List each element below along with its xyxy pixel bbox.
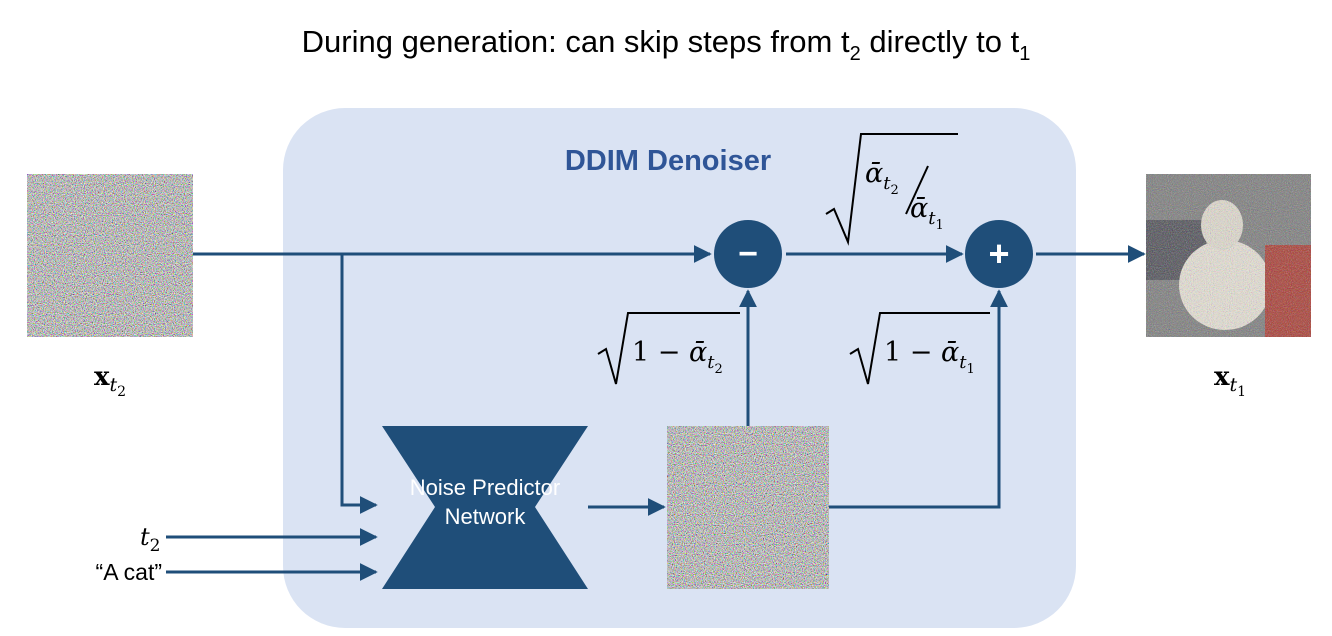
arrow-input-to-network xyxy=(340,254,378,514)
network-label-line2: Network xyxy=(445,504,527,529)
svg-text:1 − ᾱt2: 1 − ᾱt2 xyxy=(632,337,723,377)
prompt-input-label: “A cat” xyxy=(96,559,162,585)
scale-numerator: ᾱt2 xyxy=(865,158,899,198)
noise-predictor-network xyxy=(382,426,588,589)
add-symbol: + xyxy=(988,233,1009,274)
input-noisy-image xyxy=(27,174,193,337)
predicted-noise-image xyxy=(667,426,829,589)
arrow-noise-to-plus xyxy=(829,289,1008,509)
add-node xyxy=(965,220,1033,288)
subtract-node xyxy=(714,220,782,288)
subtract-symbol: − xyxy=(738,235,758,273)
network-label-line1: Noise Predictor xyxy=(410,475,560,500)
noise-coefficient-input: 1 − ᾱt2 xyxy=(597,312,740,385)
diagram-title: During generation: can skip steps from t… xyxy=(302,24,1031,65)
noise-coefficient-output: 1 − ᾱt1 xyxy=(849,312,990,385)
scale-denominator: ᾱt1 xyxy=(910,193,944,233)
svg-text:1 − ᾱt1: 1 − ᾱt1 xyxy=(884,337,975,377)
denoiser-label: DDIM Denoiser xyxy=(565,145,771,177)
output-denoised-image xyxy=(1146,174,1311,337)
scale-coefficient: ᾱt2 ᾱt1 xyxy=(825,133,958,246)
timestep-input-label: t2 xyxy=(140,523,160,556)
scale-fraction-slash xyxy=(905,165,929,215)
output-image-label: xt1 xyxy=(1214,362,1246,400)
input-image-label: xt2 xyxy=(94,362,126,400)
